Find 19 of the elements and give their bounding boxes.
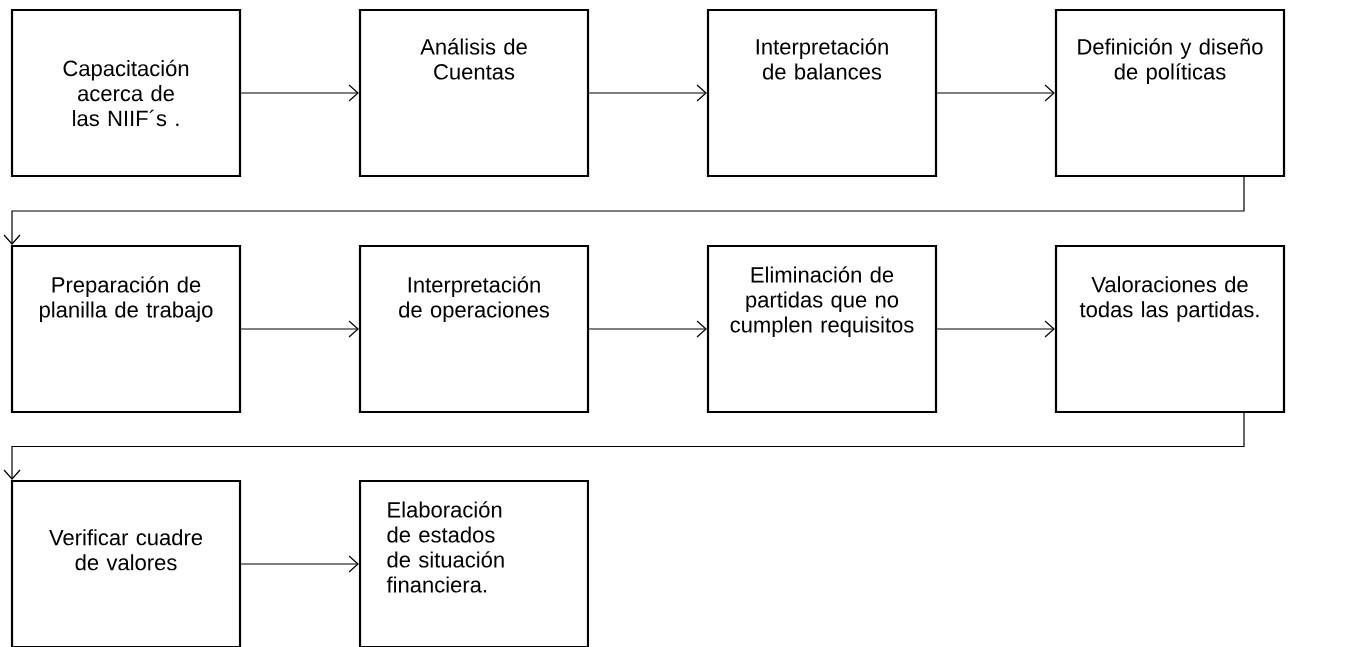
- arrow: [3, 175, 1245, 245]
- arrow: [588, 84, 707, 102]
- arrow: [3, 411, 1245, 480]
- process-box: Preparación de planilla de trabajo: [10, 244, 242, 414]
- process-box: Elaboración de estados de situación financiera.: [358, 479, 590, 647]
- arrow: [240, 555, 359, 573]
- process-box: Eliminación de partidas que no cumplen requisitos: [706, 244, 938, 414]
- arrow: [936, 320, 1055, 338]
- arrow: [240, 320, 359, 338]
- arrow: [588, 320, 707, 338]
- process-box: Capacitación acerca de las NIIF´s .: [10, 8, 242, 178]
- process-box: Interpretación de operaciones: [358, 244, 590, 414]
- process-box: Valoraciones de todas las partidas.: [1054, 244, 1286, 414]
- process-box: Análisis de Cuentas: [358, 8, 590, 178]
- process-box: Interpretación de balances: [706, 8, 938, 178]
- arrow: [240, 84, 359, 102]
- arrow: [936, 84, 1055, 102]
- process-box: Verificar cuadre de valores: [10, 479, 242, 647]
- process-box: Definición y diseño de políticas: [1054, 8, 1286, 178]
